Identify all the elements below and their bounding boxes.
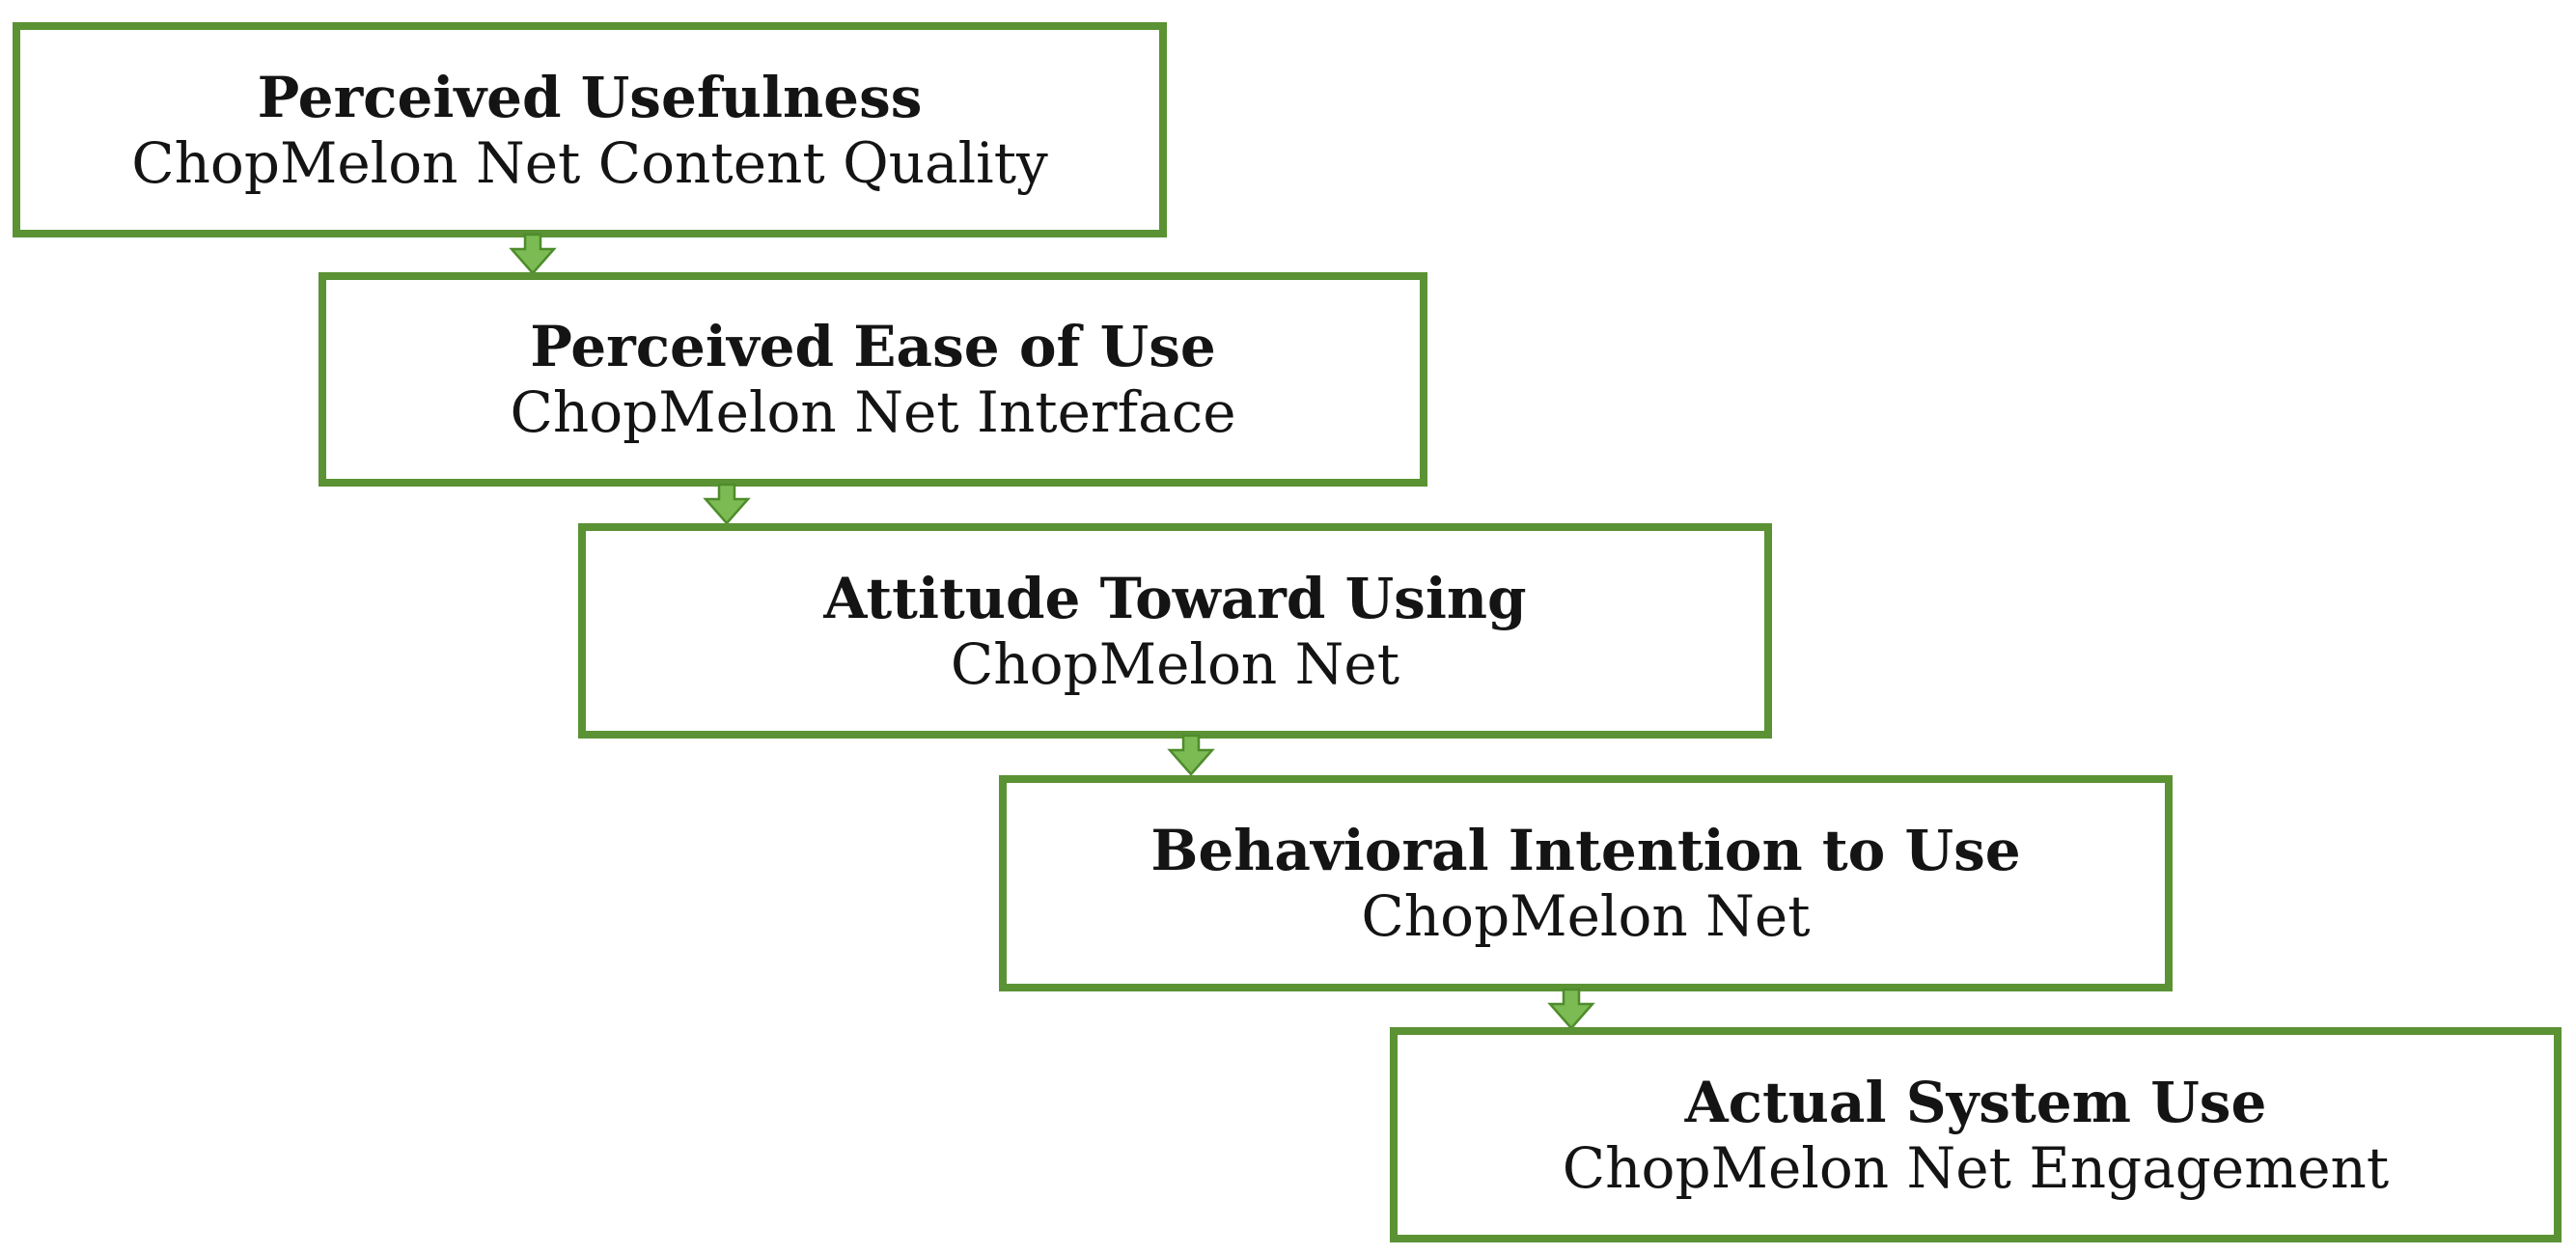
box-title: Attitude Toward Using <box>823 565 1527 631</box>
flow-box-perceived-usefulness: Perceived Usefulness ChopMelon Net Conte… <box>13 22 1167 237</box>
box-subtitle: ChopMelon Net <box>1361 883 1811 949</box>
box-title: Perceived Usefulness <box>257 64 923 130</box>
box-subtitle: ChopMelon Net Content Quality <box>131 129 1048 196</box>
box-title: Perceived Ease of Use <box>530 314 1216 379</box>
down-arrow-icon <box>1547 988 1595 1030</box>
flow-box-actual-system-use: Actual System Use ChopMelon Net Engageme… <box>1390 1027 2562 1242</box>
box-subtitle: ChopMelon Net Interface <box>510 379 1236 445</box>
down-arrow-icon <box>703 483 751 525</box>
flow-box-attitude-toward-using: Attitude Toward Using ChopMelon Net <box>578 523 1772 739</box>
flow-box-perceived-ease-of-use: Perceived Ease of Use ChopMelon Net Inte… <box>319 272 1427 487</box>
box-title: Actual System Use <box>1684 1069 2267 1135</box>
box-subtitle: ChopMelon Net Engagement <box>1562 1134 2390 1201</box>
flow-box-behavioral-intention: Behavioral Intention to Use ChopMelon Ne… <box>999 775 2173 991</box>
box-subtitle: ChopMelon Net <box>950 630 1400 697</box>
down-arrow-icon <box>509 233 557 275</box>
box-title: Behavioral Intention to Use <box>1150 818 2021 883</box>
down-arrow-icon <box>1167 734 1215 776</box>
